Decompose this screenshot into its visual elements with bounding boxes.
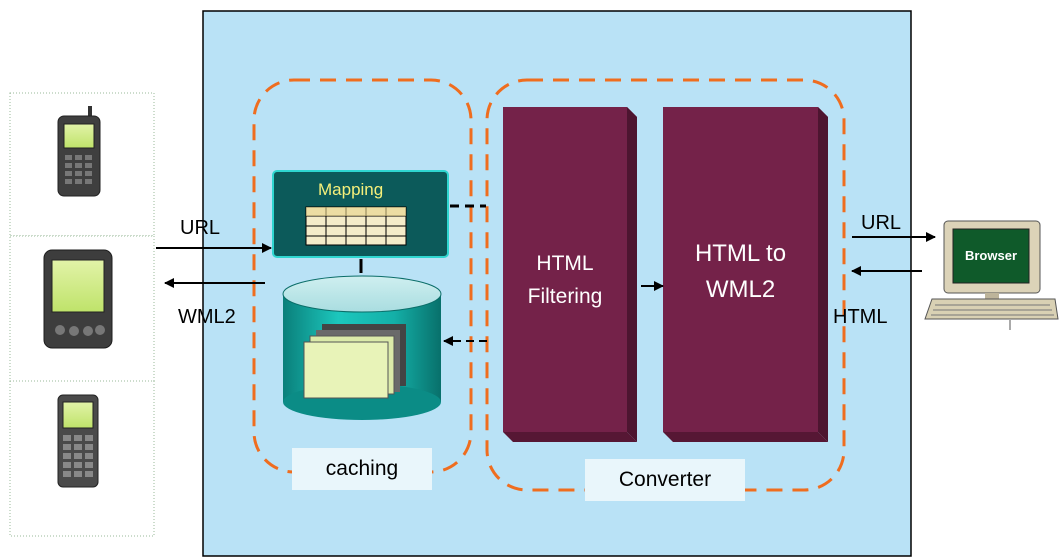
- html-filtering-label-line2: Filtering: [527, 285, 603, 308]
- cached-pages-icon: [303, 324, 406, 399]
- device-column: [9, 92, 155, 537]
- mapping-title: Mapping: [318, 180, 384, 199]
- url-left-label: URL: [180, 217, 221, 239]
- wml2-left-label: WML2: [178, 306, 236, 328]
- html-to-wml2-label-line1: HTML to: [694, 240, 787, 267]
- html-filtering-label-line1: HTML: [536, 252, 594, 275]
- table-grid-icon: [305, 206, 407, 246]
- html-filtering-block: [503, 107, 637, 442]
- smartphone-icon: [57, 394, 99, 488]
- desktop-computer-icon: [924, 220, 1059, 330]
- mapping-block: [272, 170, 449, 258]
- cache-database-icon: [282, 275, 442, 420]
- html-to-wml2-label-line2: WML2: [705, 276, 776, 303]
- caching-group-label: caching: [292, 448, 432, 490]
- browser-screen-label: Browser: [964, 248, 1018, 263]
- mobile-phone-icon: [57, 106, 101, 197]
- url-right-label: URL: [861, 212, 902, 234]
- html-to-wml2-block: [663, 107, 828, 442]
- pda-device-icon: [43, 249, 113, 349]
- html-right-label: HTML: [833, 306, 888, 328]
- converter-group-label: Converter: [585, 459, 745, 501]
